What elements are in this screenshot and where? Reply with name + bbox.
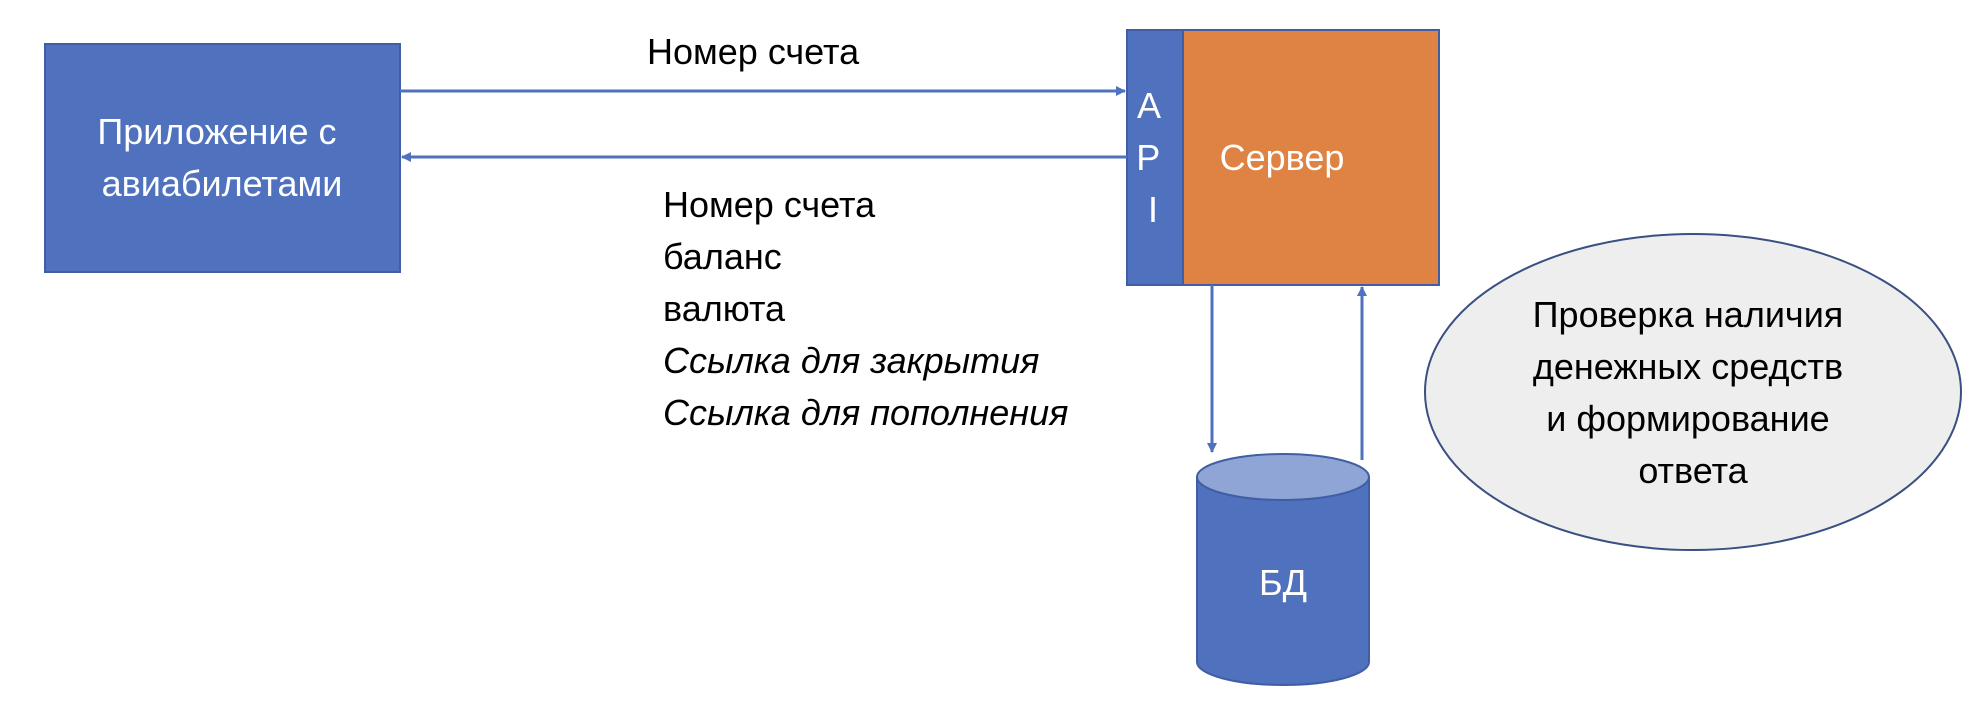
response-field-balance: баланс [663,236,782,277]
database-cylinder-body [1196,476,1370,686]
response-field-close-link: Ссылка для закрытия [663,340,1039,381]
app-label-line-2: авиабилетами [102,163,343,204]
svg-text:Приложение с авиабилетам: Приложение с авиабилетами [97,111,346,204]
response-field-account: Номер счета [663,184,876,225]
response-fields: Номер счета баланс валюта Ссылка для зак… [663,184,1068,433]
server-node: Сервер [1182,29,1440,286]
database-cylinder-top [1196,453,1370,501]
api-node: A P I [1126,29,1184,286]
api-letter-p: P [1136,137,1159,178]
database-node: БД [1196,453,1370,686]
svg-text:A P I: A P I [1136,85,1169,230]
api-letter-i: I [1148,189,1158,230]
process-note-line-1: Проверка наличия [1533,294,1844,335]
request-label: Номер счета [647,31,860,72]
response-field-topup-link: Ссылка для пополнения [663,392,1068,433]
svg-text:Проверка наличия денежны: Проверка наличия денежных средств и форм… [1533,294,1854,491]
server-label: Сервер [1220,137,1345,178]
database-label: БД [1259,562,1307,603]
process-note-ellipse [1424,233,1962,551]
api-letter-a: A [1137,85,1161,126]
response-field-currency: валюта [663,288,786,329]
app-node: Приложение с авиабилетами [44,43,401,273]
process-note-line-3: и формирование [1546,398,1829,439]
app-box [44,43,401,273]
app-label-line-1: Приложение с [97,111,336,152]
process-note: Проверка наличия денежных средств и форм… [1424,233,1962,551]
server-box [1182,29,1440,286]
process-note-line-4: ответа [1638,450,1748,491]
process-note-line-2: денежных средств [1533,346,1843,387]
api-strip [1126,29,1184,286]
